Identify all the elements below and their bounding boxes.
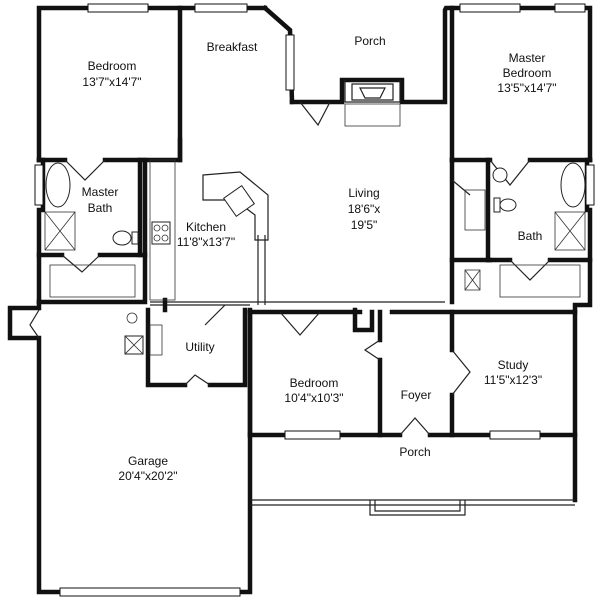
master-bedroom-size: 13'5"x14'7" bbox=[497, 81, 556, 95]
porch-top-name: Porch bbox=[354, 34, 385, 48]
master-bath-name-1: Master bbox=[82, 185, 119, 199]
bedroom-left-size: 13'7"x14'7" bbox=[82, 75, 141, 89]
kitchen-name: Kitchen bbox=[186, 220, 226, 234]
fixtures bbox=[44, 159, 586, 356]
garage-size: 20'4"x20'2" bbox=[118, 469, 177, 483]
interior-walls bbox=[36, 5, 593, 438]
living-size-2: 19'5" bbox=[351, 218, 378, 232]
living-name: Living bbox=[348, 186, 379, 200]
study-name: Study bbox=[498, 358, 529, 372]
breakfast-name: Breakfast bbox=[207, 40, 258, 54]
garage-name: Garage bbox=[128, 454, 168, 468]
bedroom-mid-size: 10'4"x10'3" bbox=[284, 391, 343, 405]
porch-front-name: Porch bbox=[399, 445, 430, 459]
study-size: 11'5"x12'3" bbox=[484, 373, 542, 387]
fireplace bbox=[344, 80, 401, 127]
master-bath-name-2: Bath bbox=[88, 201, 113, 215]
foyer-name: Foyer bbox=[401, 388, 432, 402]
master-bedroom-name-1: Master bbox=[509, 51, 546, 65]
utility-name: Utility bbox=[185, 340, 214, 354]
bath-right-name: Bath bbox=[518, 229, 543, 243]
kitchen-size: 11'8"x13'7" bbox=[177, 235, 235, 249]
room-labels: Bedroom 13'7"x14'7" Breakfast Porch Mast… bbox=[82, 34, 557, 483]
bedroom-left-name: Bedroom bbox=[88, 59, 137, 73]
master-bedroom-name-2: Bedroom bbox=[503, 66, 552, 80]
door-swings bbox=[29, 101, 551, 436]
windows bbox=[34, 3, 595, 597]
living-size-1: 18'6"x bbox=[348, 202, 381, 216]
bedroom-mid-name: Bedroom bbox=[290, 376, 339, 390]
